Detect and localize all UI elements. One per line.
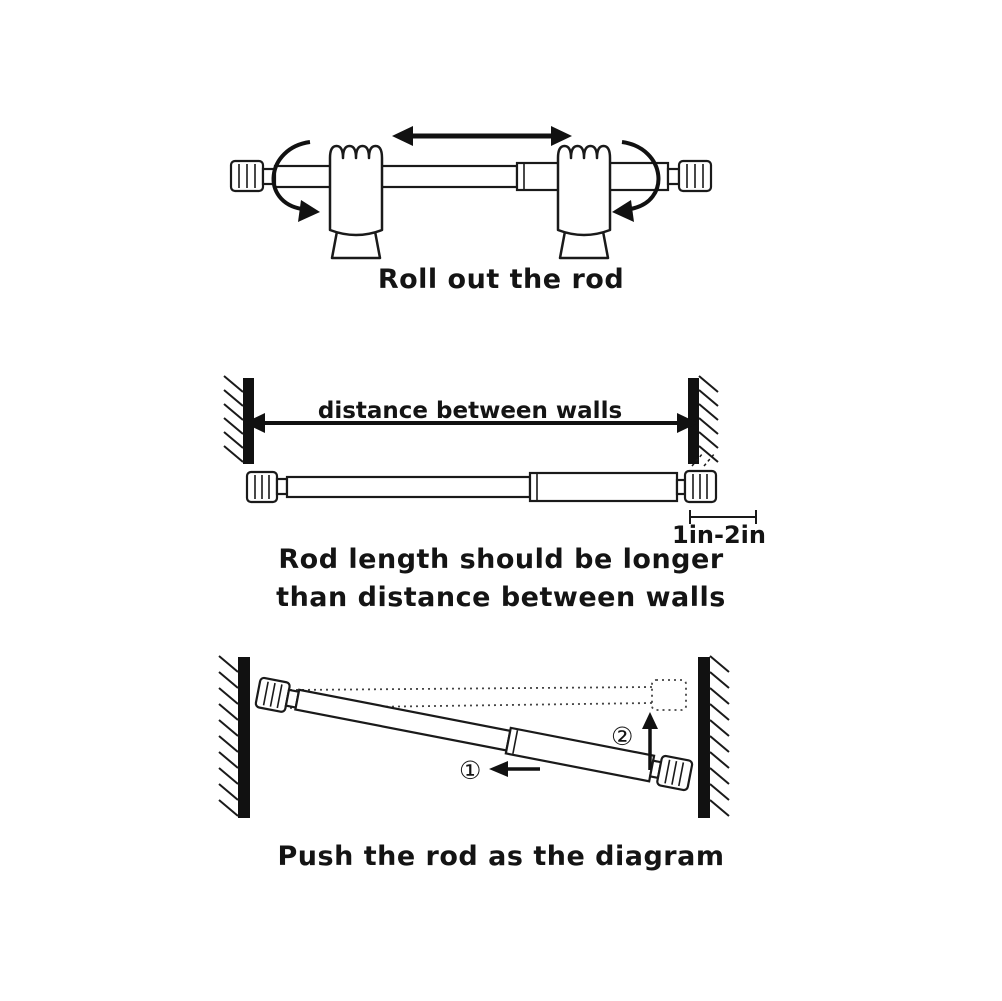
right-wall xyxy=(698,655,730,818)
push-diagram xyxy=(218,655,730,818)
step2-caption-line2: than distance between walls xyxy=(276,582,726,613)
step2-caption-line1: Rod length should be longer xyxy=(278,544,724,575)
distance-arrow-icon xyxy=(244,413,698,433)
tension-rod-angled xyxy=(254,676,694,792)
left-hand xyxy=(328,144,384,260)
tension-rod-horizontal xyxy=(229,159,713,193)
overlap-label: 1in-2in xyxy=(672,521,766,549)
distance-label: distance between walls xyxy=(317,398,623,424)
right-wall xyxy=(688,375,719,464)
left-wall xyxy=(223,375,254,464)
push-arrow-icon xyxy=(489,761,540,777)
right-hand xyxy=(556,144,612,260)
roll-out-diagram xyxy=(229,126,713,260)
step-marker-1: ① xyxy=(459,756,482,785)
step3-caption: Push the rod as the diagram xyxy=(277,841,725,872)
tension-rod-between-walls xyxy=(245,452,718,504)
left-wall xyxy=(218,655,250,818)
rotate-arrow-right-icon xyxy=(612,140,661,222)
rotate-arrow-left-icon xyxy=(271,140,320,222)
overlap-dimension xyxy=(689,510,757,524)
length-diagram xyxy=(223,375,757,524)
lift-arrow-icon xyxy=(642,712,658,770)
step1-caption: Roll out the rod xyxy=(377,264,625,295)
extend-arrow-icon xyxy=(392,126,572,146)
step-marker-2: ② xyxy=(611,722,634,751)
